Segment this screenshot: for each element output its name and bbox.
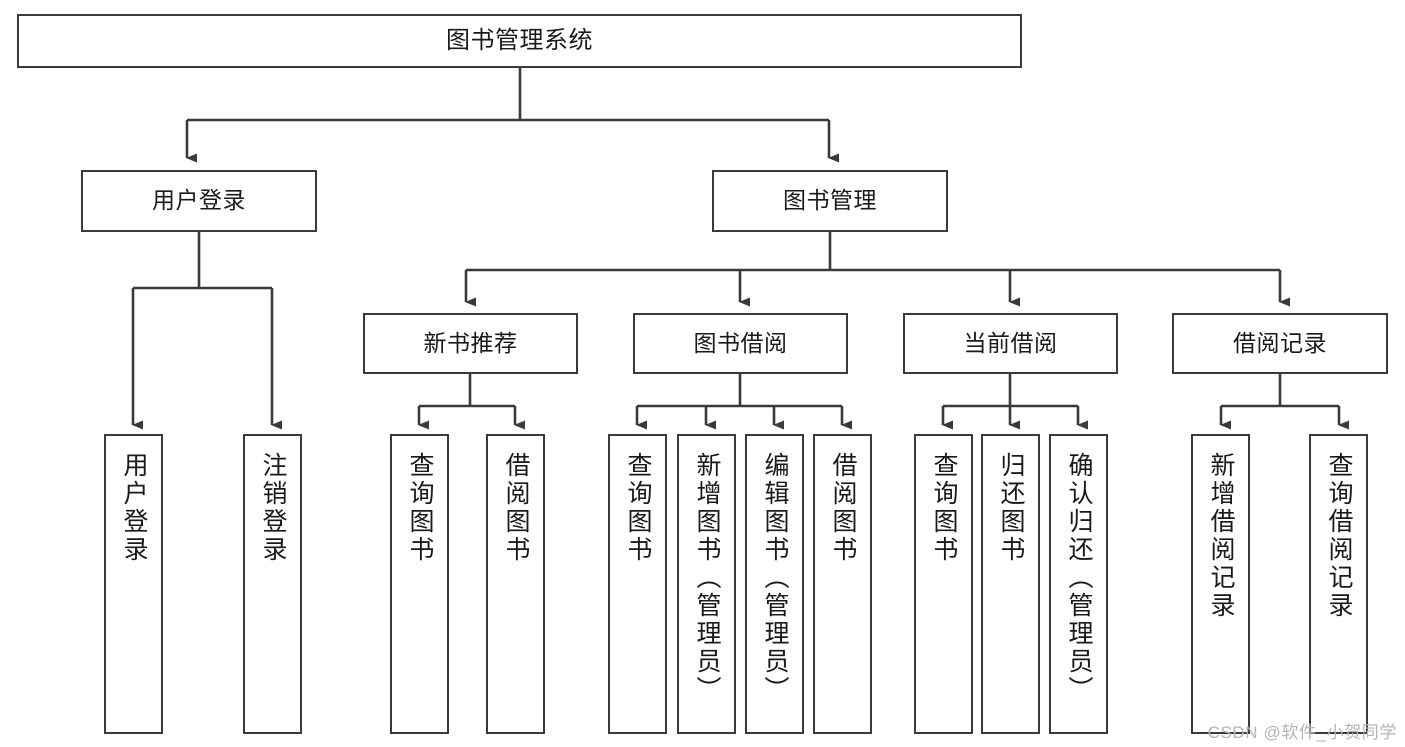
leaf-return-book[interactable]: 归还图书 [981,434,1040,734]
node-current-borrow[interactable]: 当前借阅 [903,313,1118,374]
leaf-edit-book[interactable]: 编辑图书（管理员） [745,434,804,734]
node-label: 新增图书（管理员） [693,452,721,704]
node-label: 查询图书 [406,452,434,564]
node-label: 图书管理系统 [446,26,593,54]
node-root-system[interactable]: 图书管理系统 [17,14,1022,68]
csdn-watermark: CSDN @软件_小贺同学 [1207,723,1397,742]
leaf-user-login[interactable]: 用户登录 [104,434,163,734]
node-label: 归还图书 [997,452,1025,564]
node-label: 图书借阅 [693,329,788,356]
leaf-logout-login[interactable]: 注销登录 [243,434,302,734]
node-user-login[interactable]: 用户登录 [81,170,317,232]
node-label: 用户登录 [152,187,246,214]
node-label: 当前借阅 [963,329,1058,356]
node-label: 新增借阅记录 [1207,452,1235,620]
leaf-query-book-1[interactable]: 查询图书 [390,434,449,734]
leaf-borrow-book-1[interactable]: 借阅图书 [486,434,545,734]
node-label: 借阅记录 [1233,329,1327,356]
leaf-query-book-3[interactable]: 查询图书 [914,434,973,734]
node-borrow-record[interactable]: 借阅记录 [1172,313,1388,374]
leaf-query-record[interactable]: 查询借阅记录 [1309,434,1368,734]
node-label: 查询图书 [624,452,652,564]
node-label: 借阅图书 [829,452,857,564]
node-label: 新书推荐 [423,329,518,356]
node-label: 图书管理 [783,187,877,214]
node-label: 借阅图书 [502,452,530,564]
node-label: 查询借阅记录 [1325,452,1353,620]
leaf-borrow-book-2[interactable]: 借阅图书 [813,434,872,734]
leaf-add-record[interactable]: 新增借阅记录 [1191,434,1250,734]
node-book-borrow[interactable]: 图书借阅 [633,313,848,374]
node-book-manage[interactable]: 图书管理 [712,170,948,232]
node-label: 确认归还（管理员） [1065,452,1093,704]
node-new-book-rec[interactable]: 新书推荐 [363,313,578,374]
leaf-add-book[interactable]: 新增图书（管理员） [677,434,736,734]
leaf-query-book-2[interactable]: 查询图书 [608,434,667,734]
node-label: 查询图书 [930,452,958,564]
node-label: 注销登录 [259,452,287,564]
node-label: 编辑图书（管理员） [761,452,789,704]
node-label: 用户登录 [120,452,148,564]
leaf-confirm-return[interactable]: 确认归还（管理员） [1049,434,1108,734]
